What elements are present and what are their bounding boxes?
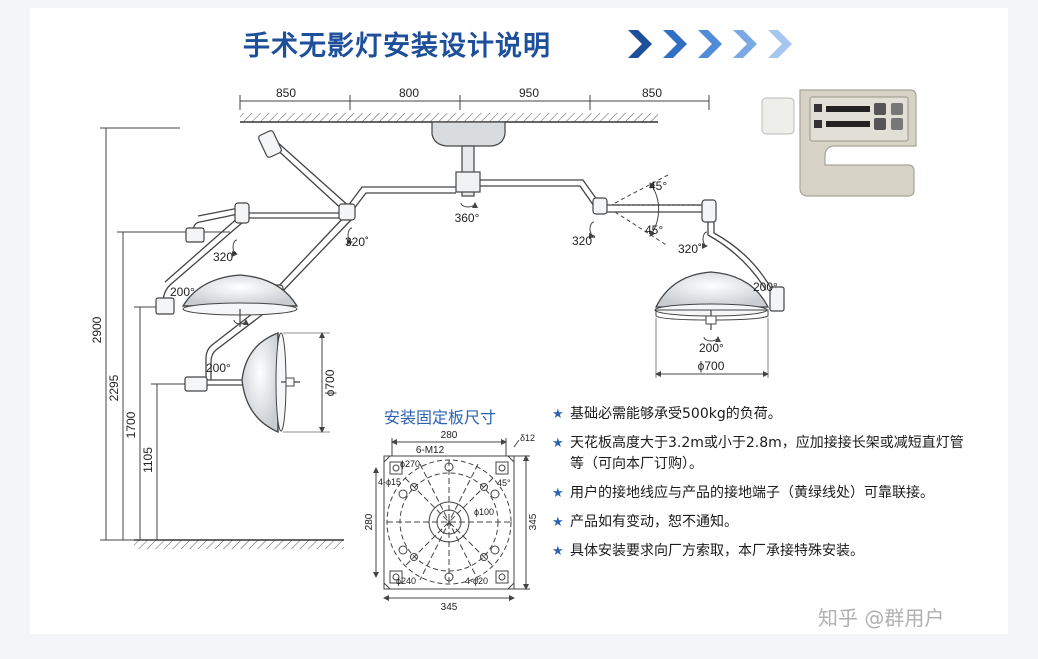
plate-holes-m12: 6-M12 [416,445,445,456]
control-button-icon [814,120,822,128]
left-lamp-head [181,274,299,327]
watermark: 知乎 @群用户 [818,606,945,630]
rotation-320-right-lamp: 320˚ [678,242,702,256]
rotation-200-right-lamp-bottom: 200° [699,341,724,355]
tilt-angle-indicator [614,174,669,247]
vertical-dimension-lines [100,127,230,541]
note-item: ★ 用户的接地线应与产品的接地端子（黄绿线处）可靠联接。 [552,483,972,504]
right-lamp-head [654,271,770,378]
ceiling-hub [431,121,506,209]
note-text: 基础必需能够承受500kg的负荷。 [570,406,782,422]
tilt-down-label: 45° [645,223,663,237]
plate-holes-4-20: 4-ϕ20 [465,576,488,586]
plate-caption: 安装固定板尺寸 [384,408,497,427]
plate-corner-d12: δ12 [520,433,535,443]
dim-height-1105: 1105 [141,447,155,473]
rotation-200-side-lamp: 200° [206,361,231,375]
star-icon: ★ [552,436,564,451]
plate-circle-270: ϕ270 [400,459,420,469]
tilt-up-label: 45° [649,179,667,193]
control-button-icon [874,103,886,115]
dim-top-3: 950 [519,86,539,100]
star-icon: ★ [552,486,564,501]
dim-height-1700: 1700 [124,411,138,438]
control-box-illustration [761,89,917,197]
note-item: ★ 具体安装要求向厂方索取，本厂承接特殊安装。 [552,541,972,562]
dim-top-2: 800 [399,86,419,100]
note-item: ★ 天花板高度大于3.2m或小于2.8m，应加接接长架或减短直灯管等（可向本厂订购… [552,433,972,475]
rotation-200-left-lamp: 200° [170,285,195,299]
page-title: 手术无影灯安装设计说明 [243,31,551,62]
installation-notes: ★ 基础必需能够承受500kg的负荷。 ★ 天花板高度大于3.2m或小于2.8m，应… [552,404,972,570]
rotation-320-right-arm: 320˚ [572,234,596,248]
mounting-plate-drawing [373,438,530,601]
note-text: 用户的接地线应与产品的接地端子（黄绿线处）可靠联接。 [570,485,934,501]
rotation-arrows [231,221,708,257]
control-button-icon [814,104,822,112]
chevron-icon [768,30,792,58]
note-text: 产品如有变动，恕不通知。 [570,514,738,530]
dim-height-2900: 2900 [90,316,104,343]
star-icon: ★ [552,407,564,422]
star-icon: ★ [552,544,564,559]
control-button-icon [874,118,886,130]
plate-circle-240: ϕ240 [396,576,416,586]
dim-top-1: 850 [276,86,296,100]
note-text: 具体安装要求向厂方索取，本厂承接特殊安装。 [570,543,864,559]
control-button-icon [891,103,903,115]
rotation-320-left-upper: 320˚ [213,250,237,264]
floor [134,539,344,549]
dim-height-2295: 2295 [107,374,121,401]
side-lamp-diameter: ϕ700 [323,369,337,396]
dim-top-4: 850 [642,86,662,100]
chevron-icon [698,30,722,58]
chevron-icon [628,30,652,58]
bottom-lamp-diameter: ϕ700 [698,359,725,373]
chevron-icon [733,30,757,58]
side-lamp-head [241,332,330,433]
plate-holes-4-15: 4-ϕ15 [378,477,401,487]
title-chevrons [628,30,792,58]
plate-width-280: 280 [441,430,458,441]
note-item: ★ 基础必需能够承受500kg的负荷。 [552,404,972,425]
star-icon: ★ [552,515,564,530]
plate-width-345: 345 [441,602,458,613]
top-dimension-line [239,95,710,110]
note-text: 天花板高度大于3.2m或小于2.8m，应加接接长架或减短直灯管等（可向本厂订购）… [570,435,964,472]
plate-circle-100: ϕ100 [474,507,494,517]
chevron-icon [663,30,687,58]
plate-height-345: 345 [528,513,539,530]
control-button-icon [891,118,903,130]
plate-height-280: 280 [364,513,375,530]
rotation-320-left-arm: 320˚ [345,235,369,249]
rotation-360-label: 360° [455,211,480,225]
ceiling [240,113,658,123]
note-item: ★ 产品如有变动，恕不通知。 [552,512,972,533]
plate-angle-45: 45° [497,478,511,488]
rotation-200-right-lamp: 200° [753,280,778,294]
